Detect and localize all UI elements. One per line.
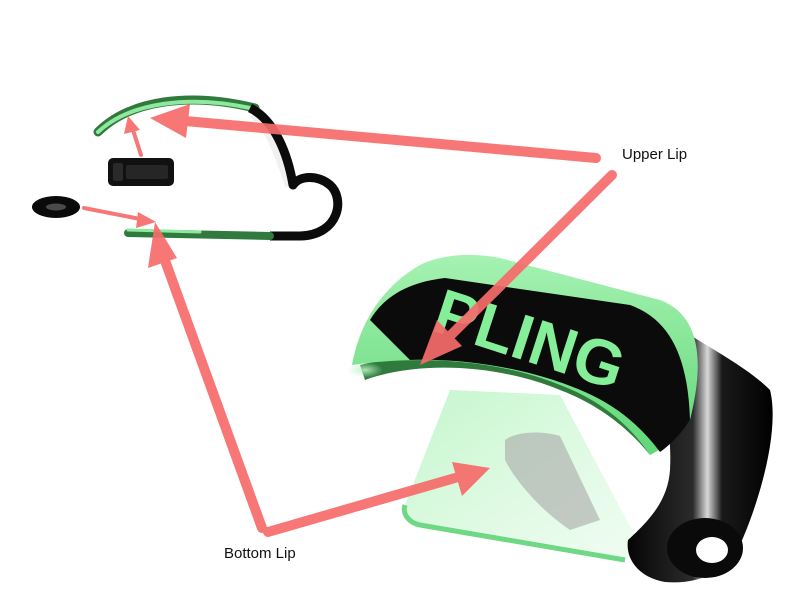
arrow-upper-to-profile xyxy=(150,104,601,163)
clip-3d-render: PLING xyxy=(347,254,773,583)
arrow-bottom-to-profile xyxy=(148,222,267,533)
arrow-block-to-profile xyxy=(124,116,143,157)
upper-lip-label: Upper Lip xyxy=(622,146,688,163)
o-ring-part xyxy=(32,196,80,218)
callout-arrows xyxy=(82,104,617,537)
arrow-upper-to-clip xyxy=(420,170,617,365)
profile-bottom-lip-green xyxy=(124,229,274,240)
cross-section-profile xyxy=(93,95,343,241)
bottom-lip-label: Bottom Lip xyxy=(224,545,296,562)
profile-black-body xyxy=(247,103,343,241)
arrow-bottom-to-clip xyxy=(263,462,490,537)
arrow-ring-to-profile xyxy=(82,206,156,228)
clip-upper-lip-black-band xyxy=(370,278,690,452)
small-block-part xyxy=(108,158,174,186)
